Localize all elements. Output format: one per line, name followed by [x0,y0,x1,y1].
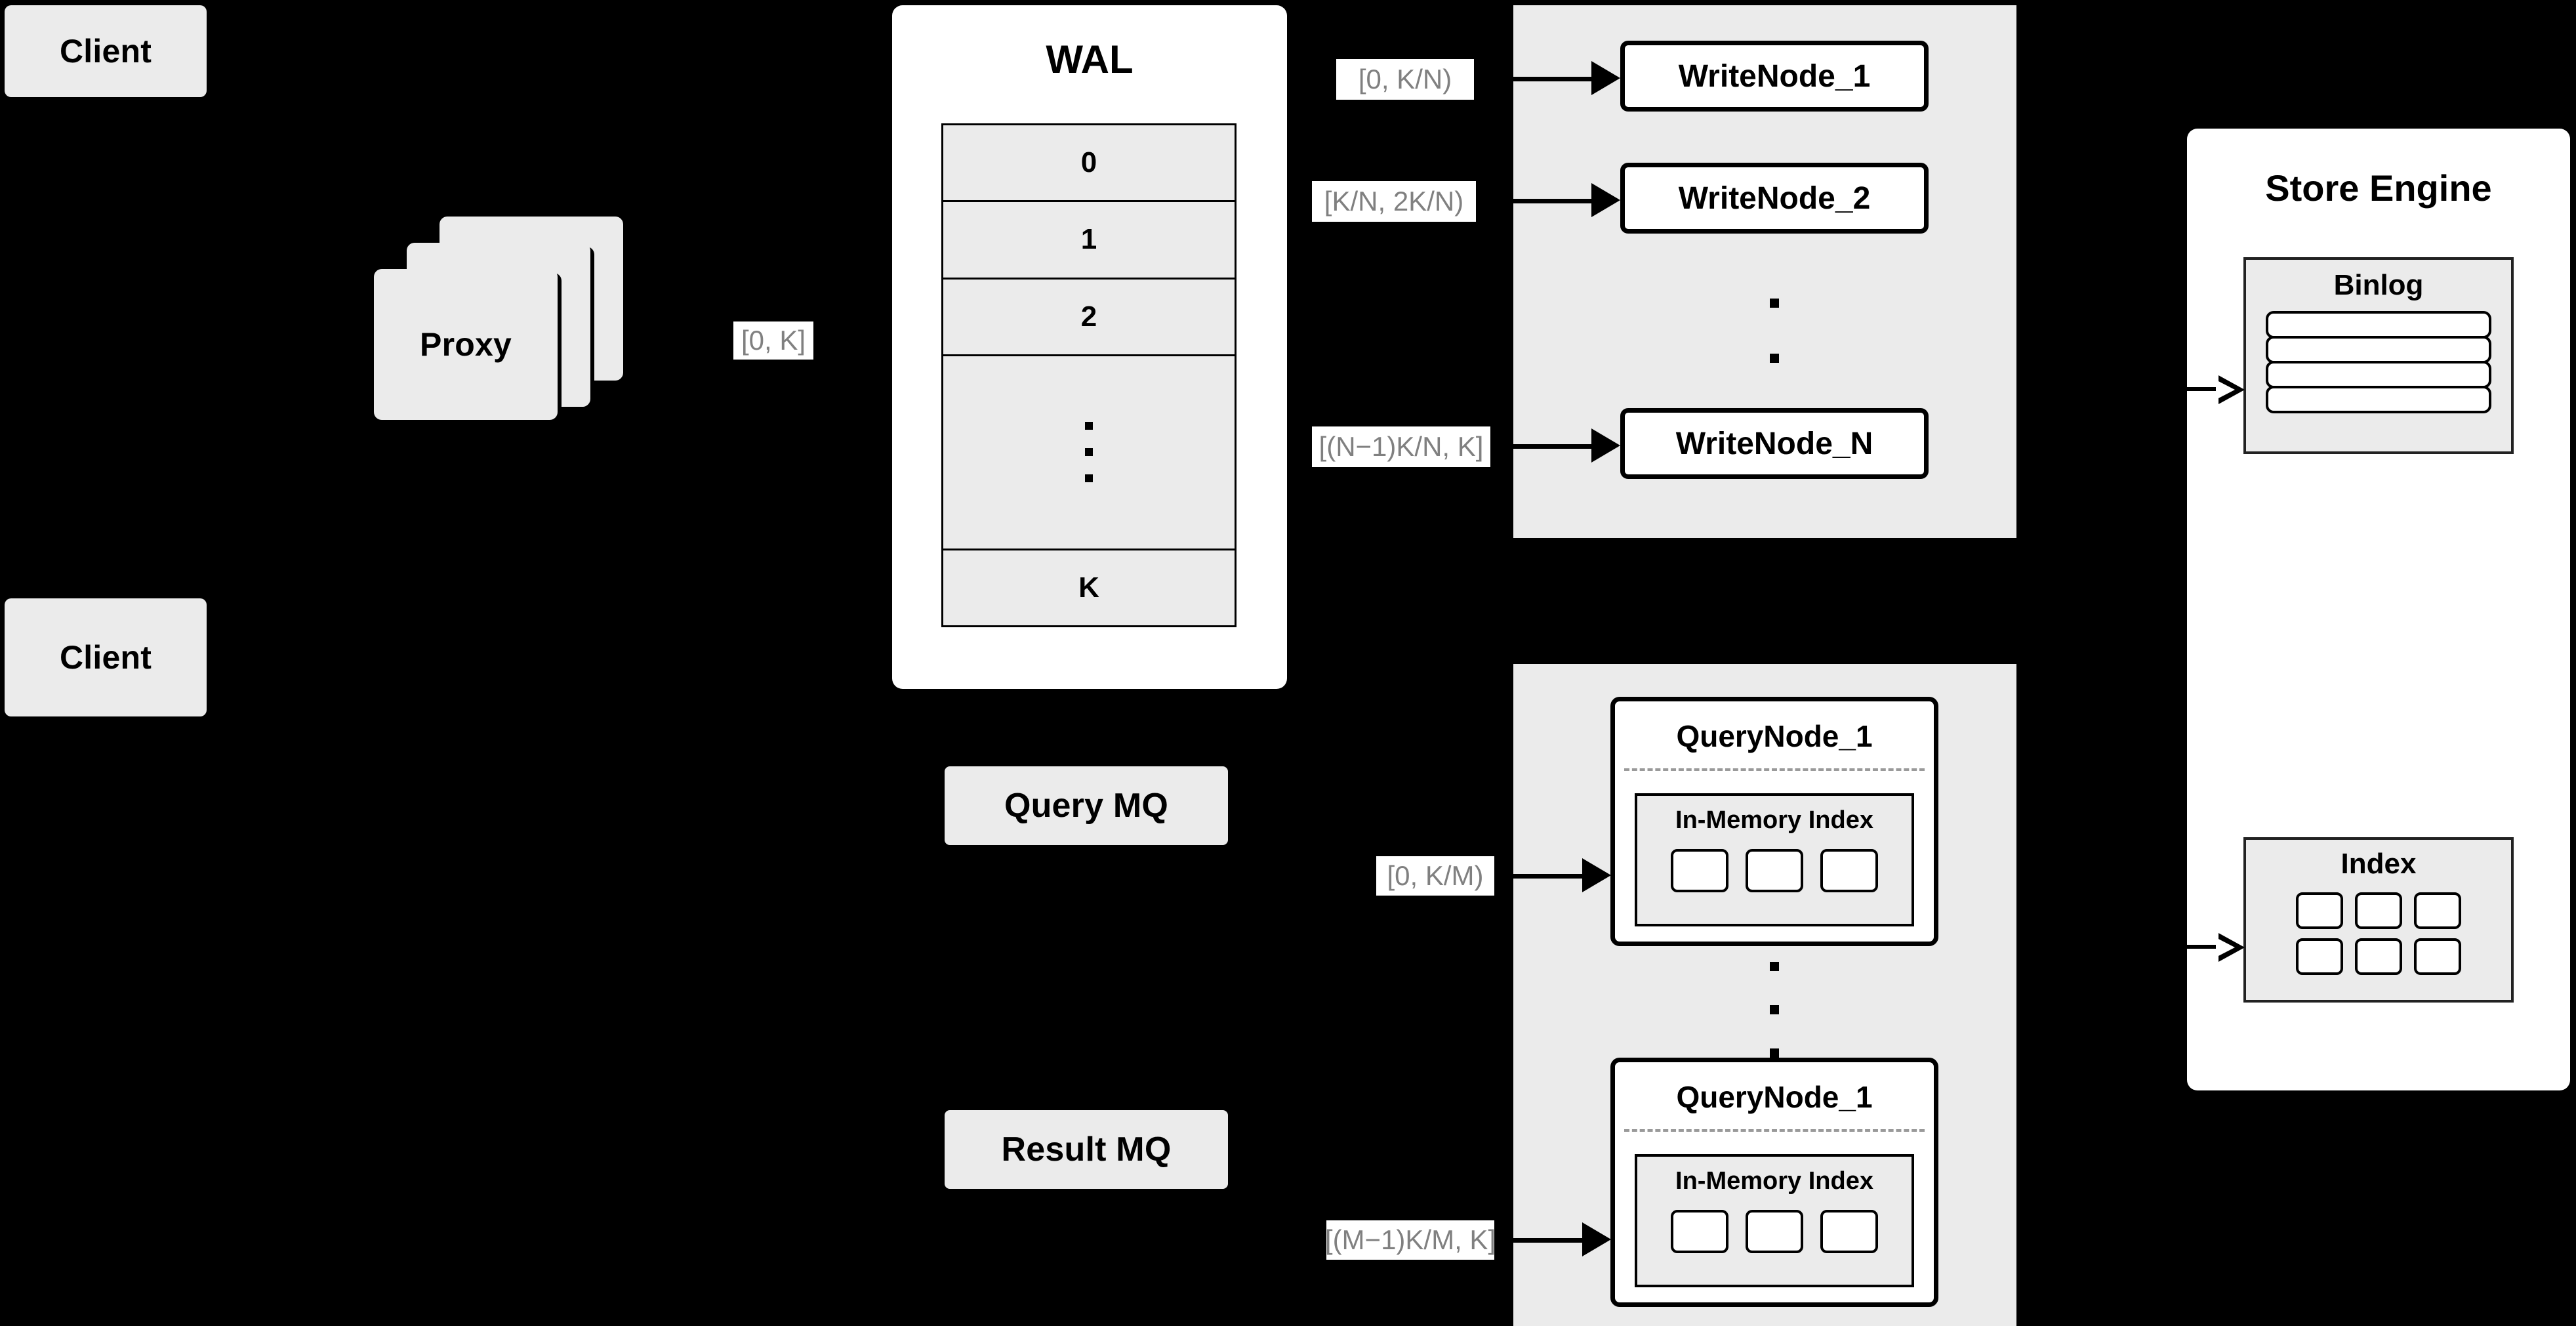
client-label: Client [59,639,152,676]
wal-panel: WAL 0 1 2 K [892,5,1287,689]
write-node-label: WriteNode_1 [1678,58,1871,94]
in-memory-index-title: In-Memory Index [1675,806,1873,834]
write-node-1[interactable]: WriteNode_1 [1620,41,1929,112]
store-index-chip[interactable] [2355,938,2402,975]
wal-row: 2 [943,279,1235,356]
write-node-label: WriteNode_N [1675,426,1873,461]
index-chip[interactable] [1746,849,1803,892]
write-edge-label-1: [0, K/N) [1336,59,1474,100]
store-engine-title: Store Engine [2265,167,2492,209]
index-chip[interactable] [1671,849,1728,892]
store-index-chip[interactable] [2414,938,2461,975]
query-edge-label-m: [(M−1)K/M, K] [1325,1220,1496,1260]
query-mq-box[interactable]: Query MQ [945,766,1228,845]
store-index-chip[interactable] [2414,892,2461,929]
write-node-2[interactable]: WriteNode_2 [1620,163,1929,234]
store-index-chip[interactable] [2296,892,2343,929]
store-index-title: Index [2341,848,2417,880]
query-cluster-ellipsis-icon [1765,945,1784,1075]
store-index-chip[interactable] [2355,892,2402,929]
store-engine-panel: Store Engine Binlog Index [2187,129,2570,1090]
client-label: Client [59,33,152,70]
index-chip[interactable] [1746,1210,1803,1253]
proxy-sheet-front[interactable]: Proxy [374,269,558,420]
client-box-1[interactable]: Client [5,5,207,97]
binlog-row [2266,336,2491,363]
store-index-grid [2246,892,2511,975]
index-chip-row [1671,849,1878,892]
binlog-title: Binlog [2333,269,2424,301]
vertical-ellipsis-icon [1085,413,1093,491]
result-mq-box[interactable]: Result MQ [945,1110,1228,1189]
in-memory-index-panel: In-Memory Index [1635,793,1914,926]
binlog-row [2266,361,2491,388]
binlog-row [2266,386,2491,413]
index-chip[interactable] [1671,1210,1728,1253]
wal-title: WAL [1046,37,1134,81]
wal-row-ellipsis [943,356,1235,550]
index-inflow-arrow [2184,932,2263,963]
flow-label-0-K: [0, K] [733,321,813,360]
write-edge-label-2: [K/N, 2K/N) [1312,181,1476,222]
wal-row: 0 [943,125,1235,203]
wal-row: K [943,550,1235,625]
index-chip[interactable] [1820,1210,1878,1253]
query-node-title: QueryNode_1 [1676,719,1873,753]
query-arrow-m [1509,1222,1627,1259]
write-arrow-1 [1509,61,1627,98]
in-memory-index-title: In-Memory Index [1675,1167,1873,1195]
write-node-label: WriteNode_2 [1678,180,1871,216]
client-box-2[interactable]: Client [5,598,207,716]
binlog-inflow-arrow [2184,374,2263,405]
binlog-rows [2266,311,2491,413]
index-chip[interactable] [1820,849,1878,892]
query-edge-label-1: [0, K/M) [1376,856,1494,896]
query-arrow-1 [1509,858,1627,895]
index-chip-row [1671,1210,1878,1253]
in-memory-index-panel: In-Memory Index [1635,1154,1914,1287]
binlog-row [2266,311,2491,339]
query-node-divider [1624,1129,1925,1132]
wal-table: 0 1 2 K [941,123,1237,627]
query-node-1[interactable]: QueryNode_1 In-Memory Index [1610,697,1938,946]
query-node-divider [1624,768,1925,771]
query-node-title: QueryNode_1 [1676,1080,1873,1114]
query-node-2[interactable]: QueryNode_1 In-Memory Index [1610,1058,1938,1307]
store-index-chip[interactable] [2296,938,2343,975]
proxy-label: Proxy [420,326,512,363]
result-mq-label: Result MQ [1001,1130,1172,1169]
store-index-panel: Index [2243,837,2514,1003]
proxy-stack[interactable]: Proxy [374,217,676,426]
write-edge-label-n: [(N−1)K/N, K] [1312,426,1490,467]
wal-row: 1 [943,202,1235,280]
binlog-panel: Binlog [2243,257,2514,454]
query-mq-label: Query MQ [1004,787,1169,825]
write-arrow-n [1509,428,1627,465]
write-arrow-2 [1509,183,1627,220]
write-node-n[interactable]: WriteNode_N [1620,408,1929,479]
